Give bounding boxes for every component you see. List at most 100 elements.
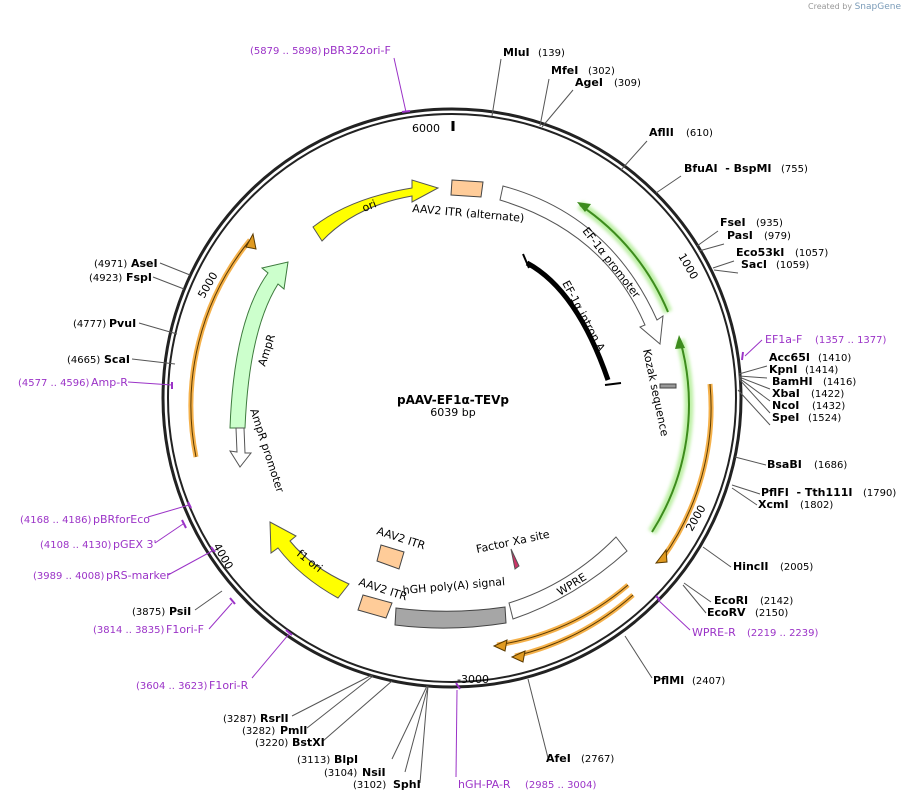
tick-3000: -3000 [457, 673, 489, 686]
enzyme-pos: (935) [756, 218, 783, 229]
plasmid-name: pAAV-EF1α-TEVp [397, 393, 509, 407]
enzyme-pos: (1524) [808, 413, 841, 424]
feature-ef1a-promoter [499, 185, 664, 345]
enzyme-name[interactable]: FspI [126, 271, 152, 284]
enzyme-name[interactable]: BfuAI - BspMI [684, 162, 772, 175]
enzyme-pos: (3102) [353, 780, 386, 791]
primer-name[interactable]: hGH-PA-R [458, 778, 511, 791]
enzyme-name[interactable]: EcoRV [707, 606, 746, 619]
plasmid-size: 6039 bp [430, 406, 475, 419]
primer-name[interactable]: pGEX 3' [113, 538, 157, 551]
enzyme-name[interactable]: XbaI [772, 387, 800, 400]
enzyme-name[interactable]: NsiI [362, 766, 386, 779]
enzyme-pos: (3104) [324, 768, 357, 779]
feature-ef1a-intron [525, 260, 611, 381]
primer-pos: (4168 .. 4186) [20, 515, 92, 526]
enzyme-pos: (3287) [223, 714, 256, 725]
primer-name[interactable]: pBRforEco [93, 513, 150, 526]
enzyme-name[interactable]: PasI [727, 229, 753, 242]
feature-ampr-promoter-label: AmpR promoter [247, 407, 287, 495]
enzyme-name[interactable]: HincII [733, 560, 769, 573]
enzyme-name[interactable]: SphI [393, 778, 421, 791]
enzyme-name[interactable]: FseI [720, 216, 746, 229]
credit-prefix: Created by [808, 2, 853, 11]
enzyme-name[interactable]: EcoRI [714, 594, 748, 607]
enzyme-pos: (2407) [692, 676, 725, 687]
primer-name[interactable]: Amp-R [91, 376, 128, 389]
enzyme-name[interactable]: AgeI [575, 76, 603, 89]
enzyme-pos: (2142) [760, 596, 793, 607]
enzyme-name[interactable]: KpnI [769, 363, 797, 376]
feature-ef1a-intron-label: EF-1α intron A [559, 278, 607, 354]
backbone-inner-circle [167, 113, 737, 683]
enzyme-pos: (139) [538, 48, 565, 59]
feature-factor-xa-label: Factor Xa site [475, 528, 551, 556]
enzyme-name[interactable]: PmlI [280, 724, 307, 737]
enzyme-name[interactable]: MfeI [551, 64, 578, 77]
tick-4000: 4000 [210, 541, 235, 572]
primer-marks [171, 110, 744, 690]
enzyme-name[interactable]: BlpI [334, 753, 358, 766]
enzyme-name[interactable]: AflII [649, 126, 674, 139]
green-arc-top [579, 204, 669, 313]
enzyme-name[interactable]: PsiI [169, 605, 191, 618]
enzyme-name[interactable]: PflMI [653, 674, 684, 687]
enzyme-name[interactable]: AfeI [546, 752, 571, 765]
enzyme-name[interactable]: BsaBI [767, 458, 802, 471]
enzyme-pos: (610) [686, 128, 713, 139]
primer-pos: (3814 .. 3835) [93, 625, 165, 636]
enzyme-pos: (1686) [814, 460, 847, 471]
enzyme-pos: (4777) [73, 319, 106, 330]
enzyme-name[interactable]: Acc65I [769, 351, 810, 364]
primer-pos: (3604 .. 3623) [136, 681, 208, 692]
primer-pos: (2985 .. 3004) [525, 780, 597, 791]
enzyme-name[interactable]: BstXI [292, 736, 325, 749]
enzyme-pos: (302) [588, 66, 615, 77]
enzyme-pos: (2767) [581, 754, 614, 765]
enzyme-name[interactable]: ScaI [104, 353, 130, 366]
enzyme-pos: (3875) [132, 607, 165, 618]
feature-wpre [508, 536, 628, 620]
enzyme-leaders [131, 58, 771, 784]
enzyme-pos: (309) [614, 78, 641, 89]
feature-ampr-label: AmpR [255, 332, 278, 368]
feature-kozak-label: Kozak sequence [640, 348, 671, 438]
primer-name[interactable]: pBR322ori-F [323, 44, 391, 57]
primer-leaders [127, 57, 763, 778]
enzyme-pos: (2150) [755, 608, 788, 619]
primer-pos: (3989 .. 4008) [33, 571, 105, 582]
enzyme-pos: (979) [764, 231, 791, 242]
enzyme-pos: (2005) [780, 562, 813, 573]
primer-pos: (4108 .. 4130) [40, 540, 112, 551]
enzyme-pos: (3282) [242, 726, 275, 737]
orf-arcs [188, 232, 714, 663]
enzyme-name[interactable]: SacI [741, 258, 767, 271]
enzyme-name[interactable]: MluI [503, 46, 530, 59]
enzyme-name[interactable]: XcmI [758, 498, 789, 511]
enzyme-name[interactable]: NcoI [772, 399, 799, 412]
enzyme-name[interactable]: AseI [131, 257, 158, 270]
primer-name[interactable]: F1ori-F [166, 623, 204, 636]
enzyme-name[interactable]: SpeI [772, 411, 799, 424]
primer-name[interactable]: EF1a-F [765, 333, 802, 346]
primer-name[interactable]: WPRE-R [692, 626, 736, 639]
enzyme-name[interactable]: PvuI [109, 317, 136, 330]
feature-ori-label: ori [360, 197, 378, 214]
green-arc-right [651, 339, 690, 533]
enzyme-pos: (1422) [811, 389, 844, 400]
position-ticks: 6000 1000 2000 -3000 4000 5000 [195, 121, 709, 686]
feature-ampr [229, 261, 289, 429]
primer-name[interactable]: F1ori-R [209, 679, 249, 692]
snapgene-credit: Created by SnapGene [808, 2, 901, 12]
enzyme-pos: (4665) [67, 355, 100, 366]
enzyme-pos: (1432) [812, 401, 845, 412]
primer-name[interactable]: pRS-marker [106, 569, 171, 582]
enzyme-name[interactable]: PflFI - Tth111I [761, 486, 853, 499]
enzyme-name[interactable]: RsrII [260, 712, 289, 725]
enzyme-pos: (3220) [255, 738, 288, 749]
enzyme-name[interactable]: BamHI [772, 375, 813, 388]
enzyme-name[interactable]: Eco53kI [736, 246, 784, 259]
enzyme-pos: (1410) [818, 353, 851, 364]
feature-aav2-itr-inner [376, 544, 405, 570]
